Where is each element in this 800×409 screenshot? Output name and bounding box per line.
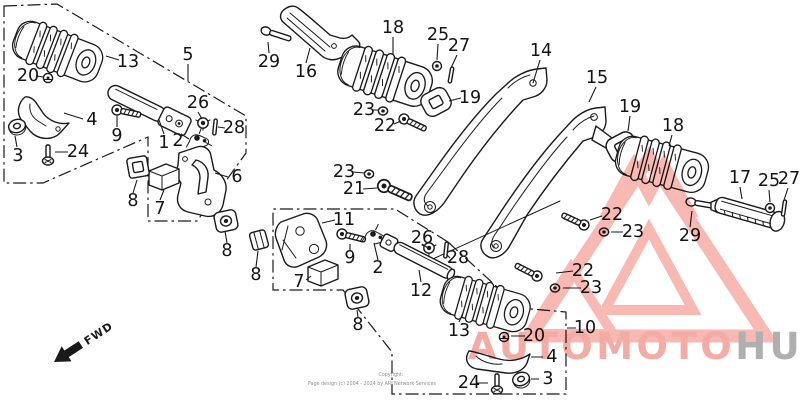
washer-25-right [764, 202, 776, 214]
callout-8: 8 [221, 241, 232, 261]
callout-19: 19 [459, 88, 481, 108]
callout-25: 25 [758, 171, 780, 191]
left-assembly-boundary [3, 3, 247, 222]
fwd-label: FWD [82, 320, 116, 348]
screw-24-bottom [490, 373, 504, 395]
callout-28: 28 [447, 248, 469, 268]
bolt-29-left [260, 26, 292, 42]
callout-8: 8 [250, 265, 261, 285]
callout-27: 27 [448, 36, 470, 56]
callout-16: 16 [295, 62, 317, 82]
callout-26: 26 [187, 93, 209, 113]
bolt-22-a [396, 111, 429, 135]
callout-6: 6 [231, 167, 242, 187]
step-bracket-11 [274, 212, 328, 268]
callout-18: 18 [382, 18, 404, 38]
step-hanger-bracket-14 [413, 67, 548, 216]
clip-8-right [248, 229, 270, 251]
bolt-21 [374, 176, 415, 205]
pin-27-right [780, 199, 788, 217]
callout-8: 8 [352, 315, 363, 335]
callout-19: 19 [619, 97, 641, 117]
grommet-8-square [126, 155, 150, 179]
callout-4: 4 [546, 347, 557, 367]
step-bar-1 [107, 84, 192, 137]
callout-9: 9 [111, 126, 122, 146]
clip-20-left [42, 72, 54, 84]
callout-24: 24 [67, 142, 89, 162]
callout-13: 13 [448, 321, 470, 341]
footer-copyright-line1: Copyright: [378, 372, 403, 378]
callout-23: 23 [622, 222, 644, 242]
callout-12: 12 [410, 281, 432, 301]
callout-22: 22 [374, 116, 396, 136]
callout-2: 2 [172, 131, 183, 151]
nut-26-left [195, 117, 211, 131]
callout-23: 23 [353, 100, 375, 120]
callout-29: 29 [258, 52, 280, 72]
callout-5: 5 [182, 45, 193, 65]
callout-15: 15 [586, 68, 608, 88]
pin-28-left [211, 118, 219, 136]
step-bracket-cover-4-bottom [465, 350, 531, 374]
callout-20: 20 [17, 66, 39, 86]
pin-27-center [447, 66, 455, 84]
callout-23: 23 [333, 162, 355, 182]
callout-7: 7 [154, 199, 165, 219]
callout-7: 7 [293, 272, 304, 292]
callout-28: 28 [223, 118, 245, 138]
washer-23-b [363, 169, 375, 179]
callout-3: 3 [542, 369, 553, 389]
watermark: AUTOMOTOHUB [468, 146, 800, 368]
rubber-stopper-7-bottom [307, 259, 339, 287]
callout-8: 8 [127, 191, 138, 211]
callout-11: 11 [333, 210, 355, 230]
callout-9: 9 [344, 248, 355, 268]
callout-1: 1 [158, 133, 169, 153]
fwd-indicator: FWD [54, 320, 116, 362]
screw-24-left [41, 144, 55, 166]
step-bar-12 [379, 233, 456, 281]
watermark-brand-secondary: HUB [735, 325, 800, 368]
callout-24: 24 [458, 373, 480, 393]
bolt-22-c [512, 259, 545, 284]
callout-21: 21 [343, 179, 365, 199]
step-bracket-cover-4-left [17, 96, 70, 140]
callout-17: 17 [729, 168, 751, 188]
callout-25: 25 [427, 25, 449, 45]
watermark-brand-text: AUTOMOTOHUB [468, 325, 800, 368]
nut-8-center [212, 208, 240, 234]
footer-copyright-line2: Page design (c) 2004 - 2024 by ARI Netwo… [308, 381, 436, 387]
bolt-22-b [559, 209, 592, 233]
watermark-triangle-logo [518, 146, 779, 343]
rubber-stopper-7-left [148, 163, 180, 191]
callout-27: 27 [778, 169, 800, 189]
parts-artwork [6, 5, 788, 395]
step-bar-17 [710, 196, 786, 232]
callout-2: 2 [372, 258, 383, 278]
callout-18: 18 [662, 116, 684, 136]
callout-14: 14 [530, 41, 552, 61]
fwd-arrow-icon [54, 341, 84, 362]
callout-13: 13 [117, 52, 139, 72]
washer-25-center [431, 60, 443, 72]
step-bracket-6 [176, 145, 227, 218]
callout-26: 26 [411, 228, 433, 248]
callout-leader-lines [14, 37, 789, 384]
nut-8-bottom [343, 285, 371, 311]
callout-4: 4 [86, 110, 97, 130]
washer-23-a [377, 106, 389, 116]
watermark-brand-primary: AUTOMOTO [468, 325, 735, 368]
callout-3: 3 [12, 146, 23, 166]
